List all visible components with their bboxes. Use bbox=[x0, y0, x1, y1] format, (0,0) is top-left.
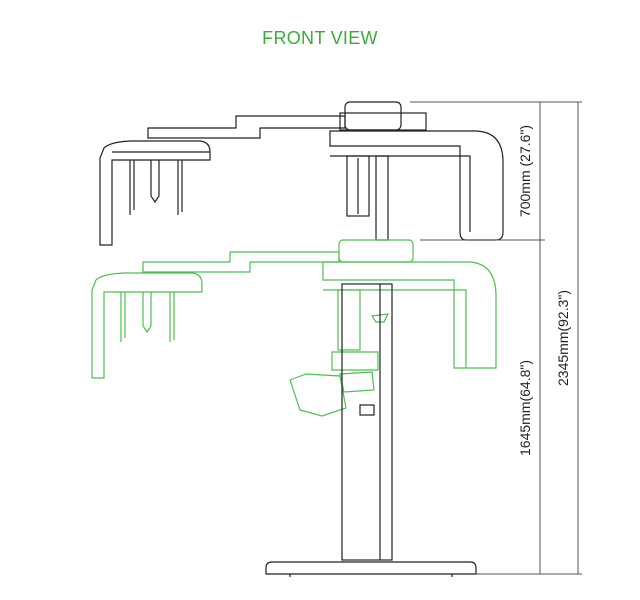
upper-ceph-arm bbox=[147, 115, 346, 139]
unit-upper-position bbox=[99, 101, 504, 246]
upper-rotating-arm bbox=[329, 130, 504, 241]
lower-nasion-rod bbox=[142, 292, 152, 334]
lower-ceph-head bbox=[91, 272, 203, 379]
upper-ear-rod-right bbox=[177, 160, 183, 215]
lower-cradle-top bbox=[339, 371, 375, 393]
upper-ear-rod-left bbox=[129, 160, 135, 215]
upper-head-bar bbox=[339, 112, 427, 131]
upper-ceph-head bbox=[99, 140, 211, 246]
lower-rotating-arm bbox=[322, 261, 497, 369]
lower-ear-rod-left bbox=[120, 292, 126, 342]
dim-label-total-height: 2345mm(92.3") bbox=[555, 290, 571, 386]
lower-chin-rest bbox=[370, 313, 390, 323]
column-panel bbox=[359, 404, 375, 416]
upper-sleeve bbox=[375, 155, 389, 241]
lower-ear-rod-right bbox=[169, 292, 175, 342]
upper-arm-inner-line bbox=[330, 155, 471, 232]
lower-cradle bbox=[289, 373, 347, 417]
lower-arm-inner-line bbox=[323, 289, 467, 368]
base-plate bbox=[265, 561, 477, 575]
dim-label-lowest-height: 1645mm(64.8") bbox=[517, 360, 533, 456]
column bbox=[341, 283, 393, 561]
unit-lower-position bbox=[91, 239, 497, 417]
column-and-base bbox=[265, 283, 477, 577]
lower-ceph-arm bbox=[142, 251, 340, 273]
upper-nasion-rod bbox=[150, 160, 160, 204]
upper-tube-head bbox=[344, 101, 402, 131]
lower-tube-head bbox=[338, 239, 414, 263]
dim-label-upper-travel: 700mm (27.6") bbox=[517, 125, 533, 217]
view-title: FRONT VIEW bbox=[262, 28, 378, 48]
lower-handle bbox=[331, 351, 379, 371]
dimension-lines: 700mm (27.6") 1645mm(64.8") 2345mm(92.3"… bbox=[410, 101, 582, 575]
lower-tube-housing bbox=[337, 289, 361, 351]
upper-tube-housing bbox=[346, 155, 370, 217]
